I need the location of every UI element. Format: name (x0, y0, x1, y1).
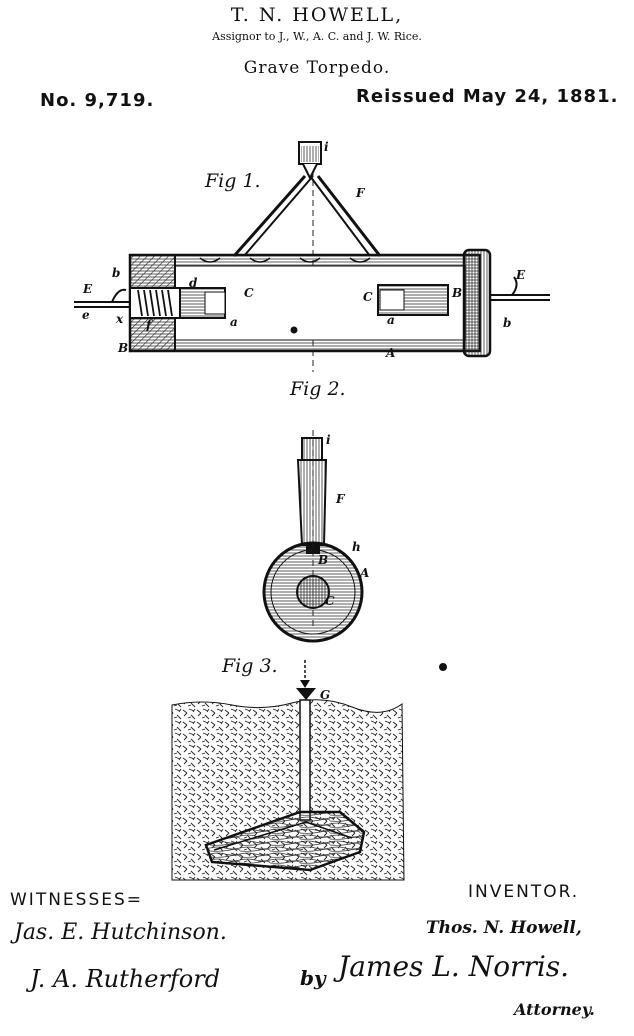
ref-letter-F2: F (336, 492, 345, 506)
ref-letter-E2: E (516, 268, 526, 282)
attorney-signature: James L. Norris. (338, 950, 570, 983)
ref-letter-b: b (112, 266, 121, 280)
ref-letter-i2: i (326, 433, 331, 447)
ref-letter-E: E (83, 282, 93, 296)
ref-letter-i: i (324, 140, 329, 154)
fig3-label: Fig 3. (222, 655, 278, 677)
ref-letter-d: d (189, 276, 198, 290)
patent-title: Grave Torpedo. (243, 58, 391, 78)
ref-letter-a: a (230, 315, 238, 329)
witness-2-signature: J. A. Rutherford (30, 965, 221, 993)
figure-3 (171, 660, 447, 881)
fig1-label: Fig 1. (205, 170, 261, 192)
ref-letter-C3: C (325, 594, 335, 608)
ref-letter-B2: B (118, 341, 129, 355)
witnesses-label: WITNESSES= (10, 890, 144, 910)
assignor-line: Assignor to J., W., A. C. and J. W. Rice… (212, 30, 422, 43)
ref-letter-A: A (386, 346, 396, 360)
inventor-name: T. N. HOWELL, (230, 4, 404, 26)
ref-letter-A2: A (360, 566, 370, 580)
ref-letter-h: h (352, 540, 361, 554)
figure-1 (74, 141, 550, 372)
ref-letter-C2: C (363, 290, 373, 304)
ref-letter-f: f (146, 318, 152, 332)
ref-letter-B: B (452, 286, 463, 300)
inventor-label: INVENTOR. (468, 882, 580, 902)
ref-letter-F: F (356, 186, 365, 200)
reissue-date: Reissued May 24, 1881. (356, 86, 619, 107)
figure-2 (262, 430, 364, 643)
ref-letter-B3: B (318, 553, 329, 567)
ref-letter-b2: b (503, 316, 512, 330)
inventor-signature: Thos. N. Howell, (426, 918, 582, 938)
fig2-label: Fig 2. (290, 378, 346, 400)
ref-letter-G: G (320, 688, 331, 702)
ref-letter-a2: a (387, 313, 395, 327)
witness-1-signature: Jas. E. Hutchinson. (14, 920, 227, 945)
ref-letter-e: e (82, 308, 90, 322)
by-label: by (300, 966, 326, 990)
ref-letter-C: C (244, 286, 254, 300)
patent-number: No. 9,719. (40, 90, 155, 111)
attorney-label: Attorney. (514, 1000, 595, 1019)
ref-letter-x: x (116, 312, 124, 326)
